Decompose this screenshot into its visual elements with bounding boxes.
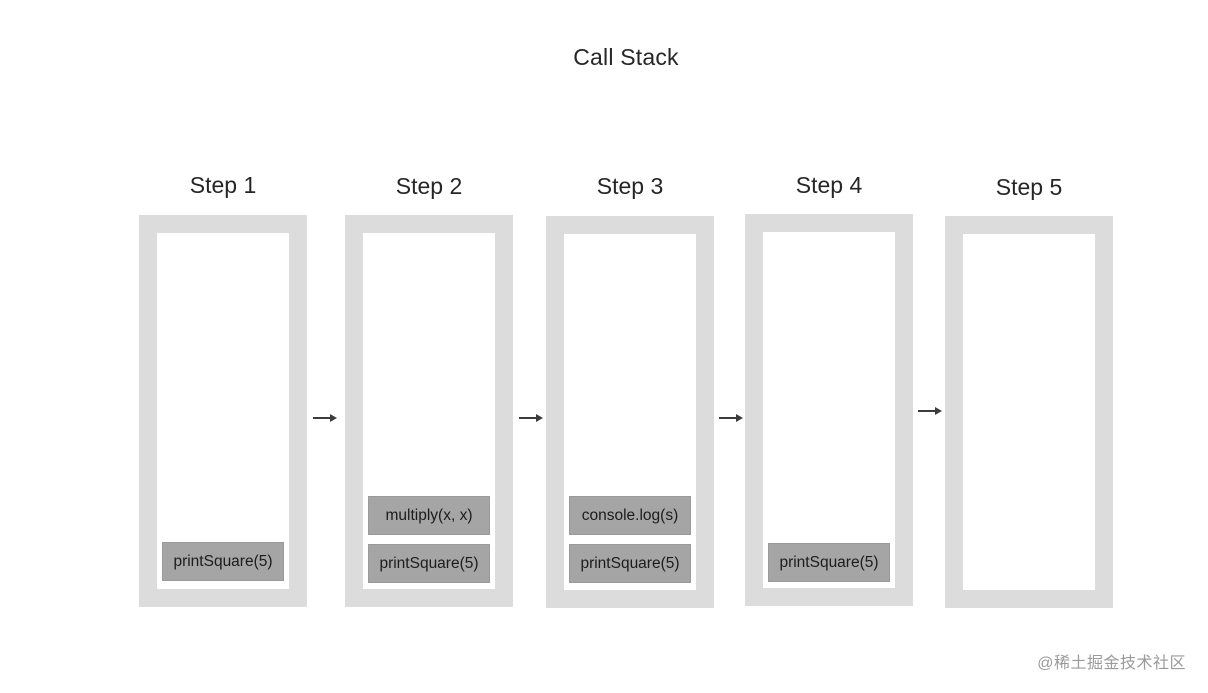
right-arrow-icon [313, 414, 337, 422]
step-1-stack: printSquare(5) [139, 215, 307, 607]
stack-inner: printSquare(5) [157, 233, 289, 589]
stack-frame-print-square: printSquare(5) [569, 544, 691, 583]
step-5-stack [945, 216, 1113, 608]
stack-frame-print-square: printSquare(5) [162, 542, 284, 581]
stack-frame-multiply: multiply(x, x) [368, 496, 490, 535]
right-arrow-icon [918, 407, 942, 415]
right-arrow-icon [719, 414, 743, 422]
stack-frame-print-square: printSquare(5) [368, 544, 490, 583]
step-2-stack: multiply(x, x) printSquare(5) [345, 215, 513, 607]
watermark: @稀土掘金技术社区 [1037, 655, 1186, 672]
step-2-label: Step 2 [395, 173, 463, 199]
step-3-stack: console.log(s) printSquare(5) [546, 216, 714, 608]
right-arrow-icon [519, 414, 543, 422]
stack-frame-console-log: console.log(s) [569, 496, 691, 535]
stack-inner: multiply(x, x) printSquare(5) [363, 233, 495, 589]
step-4-stack: printSquare(5) [745, 214, 913, 606]
diagram-title: Call Stack [573, 44, 679, 70]
step-4-label: Step 4 [795, 172, 863, 198]
stack-inner: printSquare(5) [763, 232, 895, 588]
step-3-label: Step 3 [596, 173, 664, 199]
stack-frame-print-square: printSquare(5) [768, 543, 890, 582]
stack-inner [963, 234, 1095, 590]
step-1-label: Step 1 [189, 172, 257, 198]
step-5-label: Step 5 [995, 174, 1063, 200]
stack-inner: console.log(s) printSquare(5) [564, 234, 696, 590]
